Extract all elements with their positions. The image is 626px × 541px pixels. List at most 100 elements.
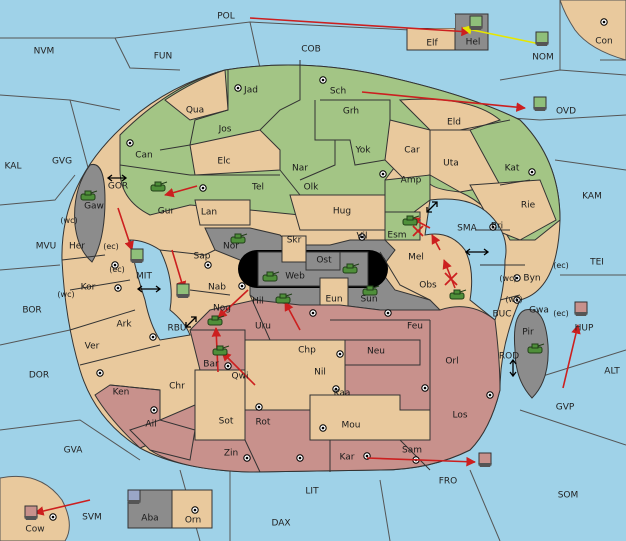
province-label-tel[interactable]: Tel	[251, 182, 265, 193]
province-label-ail[interactable]: Ail	[145, 419, 157, 430]
sea-label-mit[interactable]: MIT	[136, 271, 152, 282]
province-neu-shape[interactable]	[344, 339, 421, 366]
sea-label-nom[interactable]: NOM	[532, 52, 554, 63]
sea-label-alt[interactable]: ALT	[604, 366, 620, 377]
province-label-bar[interactable]: Bar	[203, 359, 219, 370]
province-label-mel[interactable]: Mel	[408, 252, 424, 263]
province-label-web[interactable]: Web	[285, 271, 305, 282]
province-label-los[interactable]: Los	[452, 410, 468, 421]
province-eun-shape[interactable]	[319, 277, 349, 307]
province-label-amp[interactable]: Amp	[400, 175, 422, 186]
province-label-chr[interactable]: Chr	[169, 381, 185, 392]
province-label-grh[interactable]: Grh	[342, 106, 360, 117]
sea-label-tei[interactable]: TEI	[590, 257, 604, 268]
province-label-yok[interactable]: Yok	[355, 145, 371, 156]
province-label-ver[interactable]: Ver	[84, 341, 100, 352]
sea-label-sma[interactable]: SMA	[457, 223, 477, 234]
province-label-rie[interactable]: Rie	[520, 200, 536, 211]
province-gaw-shape[interactable]	[74, 163, 106, 263]
province-label-qwi[interactable]: Qwi	[231, 371, 249, 382]
sea-label-dor[interactable]: DOR	[28, 370, 50, 381]
province-label-hil[interactable]: Hil	[252, 296, 264, 307]
sea-label-hup[interactable]: HUP	[574, 323, 594, 334]
province-label-skr[interactable]: Skr	[286, 235, 302, 246]
province-label-elc[interactable]: Elc	[217, 156, 231, 167]
province-qua-shape[interactable]	[164, 69, 229, 121]
province-label-nar[interactable]: Nar	[292, 163, 308, 174]
province-label-jos[interactable]: Jos	[218, 124, 232, 135]
province-label-eun[interactable]: Eun	[325, 294, 343, 305]
province-lan-shape[interactable]	[194, 199, 251, 226]
sea-label-gva[interactable]: GVA	[63, 445, 83, 456]
province-label-mou[interactable]: Mou	[341, 420, 361, 431]
province-label-uru[interactable]: Uru	[255, 321, 271, 332]
province-label-car[interactable]: Car	[404, 145, 420, 156]
province-label-sun[interactable]: Sun	[360, 294, 378, 305]
province-label-sap[interactable]: Sap	[193, 251, 211, 262]
sea-label-buc[interactable]: BUC	[492, 309, 512, 320]
sea-label-mvu[interactable]: MVU	[35, 241, 57, 252]
province-label-nog[interactable]: Nog	[213, 303, 231, 314]
province-label-vil[interactable]: Vil	[356, 231, 368, 242]
province-label-orn[interactable]: Orn	[184, 515, 202, 526]
province-label-gaw[interactable]: Gaw	[84, 201, 104, 212]
province-label-olk[interactable]: Olk	[303, 182, 319, 193]
sea-label-kam[interactable]: KAM	[582, 191, 602, 202]
province-label-nab[interactable]: Nab	[208, 282, 226, 293]
province-label-eld[interactable]: Eld	[447, 117, 461, 128]
province-con-shape[interactable]	[559, 0, 626, 61]
sea-label-fun[interactable]: FUN	[153, 51, 173, 62]
province-label-pir[interactable]: Pir	[522, 327, 534, 338]
sea-label-dax[interactable]: DAX	[271, 518, 291, 529]
province-label-obs[interactable]: Obs	[419, 280, 437, 291]
province-label-orl[interactable]: Orl	[445, 356, 459, 367]
province-label-uta[interactable]: Uta	[443, 158, 459, 169]
province-label-chp[interactable]: Chp	[298, 345, 316, 356]
province-label-kaa[interactable]: Kaa	[333, 388, 351, 399]
sea-label-con[interactable]: Con	[595, 36, 613, 47]
sea-label-ovd[interactable]: OVD	[555, 106, 577, 117]
province-label-kat[interactable]: Kat	[504, 163, 520, 174]
province-label-her[interactable]: Her	[68, 241, 86, 252]
province-label-feu[interactable]: Feu	[407, 321, 423, 332]
province-amp-shape[interactable]	[384, 174, 431, 216]
province-label-nor[interactable]: Nor	[223, 241, 239, 252]
sea-label-lit[interactable]: LIT	[305, 486, 319, 497]
province-skr-shape[interactable]	[281, 235, 307, 263]
province-label-neu[interactable]: Neu	[367, 346, 385, 357]
sea-label-rbu[interactable]: RBU	[167, 323, 187, 334]
sea-label-gvp[interactable]: GVP	[555, 402, 575, 413]
province-label-jad[interactable]: Jad	[244, 85, 258, 96]
province-label-ost[interactable]: Ost	[316, 255, 332, 266]
province-pir-shape[interactable]	[514, 308, 549, 399]
province-label-ark[interactable]: Ark	[116, 319, 132, 330]
province-label-can[interactable]: Can	[135, 150, 153, 161]
sea-label-fro[interactable]: FRO	[438, 476, 458, 487]
province-label-bri[interactable]: Bri	[490, 221, 504, 232]
province-label-rot[interactable]: Rot	[255, 417, 271, 428]
province-label-nil[interactable]: Nil	[314, 367, 326, 378]
sea-label-gvg[interactable]: GVG	[51, 156, 73, 167]
sea-label-kal[interactable]: KAL	[4, 161, 22, 172]
sea-label-som[interactable]: SOM	[557, 490, 579, 501]
province-label-aba[interactable]: Aba	[141, 513, 159, 524]
province-label-byn[interactable]: Byn	[523, 273, 541, 284]
sea-label-cow[interactable]: Cow	[25, 524, 45, 535]
province-label-sot[interactable]: Sot	[218, 416, 234, 427]
province-label-lan[interactable]: Lan	[200, 207, 218, 218]
province-label-gwa[interactable]: Gwa	[529, 305, 549, 316]
sea-label-pol[interactable]: POL	[217, 11, 235, 22]
province-label-sam[interactable]: Sam	[402, 445, 422, 456]
province-eld-shape[interactable]	[398, 98, 502, 131]
province-label-zin[interactable]: Zin	[223, 448, 239, 459]
province-label-esm[interactable]: Esm	[387, 230, 407, 241]
province-label-elf[interactable]: Elf	[426, 38, 438, 49]
province-label-hel[interactable]: Hel	[465, 37, 481, 48]
province-label-ken[interactable]: Ken	[112, 387, 130, 398]
sea-label-nvm[interactable]: NVM	[33, 46, 55, 57]
sea-label-gor[interactable]: GOR	[107, 181, 129, 192]
province-label-kor[interactable]: Kor	[80, 282, 96, 293]
province-label-gur[interactable]: Gur	[157, 206, 175, 217]
province-label-qua[interactable]: Qua	[185, 105, 205, 116]
province-elc-shape[interactable]	[189, 129, 281, 176]
